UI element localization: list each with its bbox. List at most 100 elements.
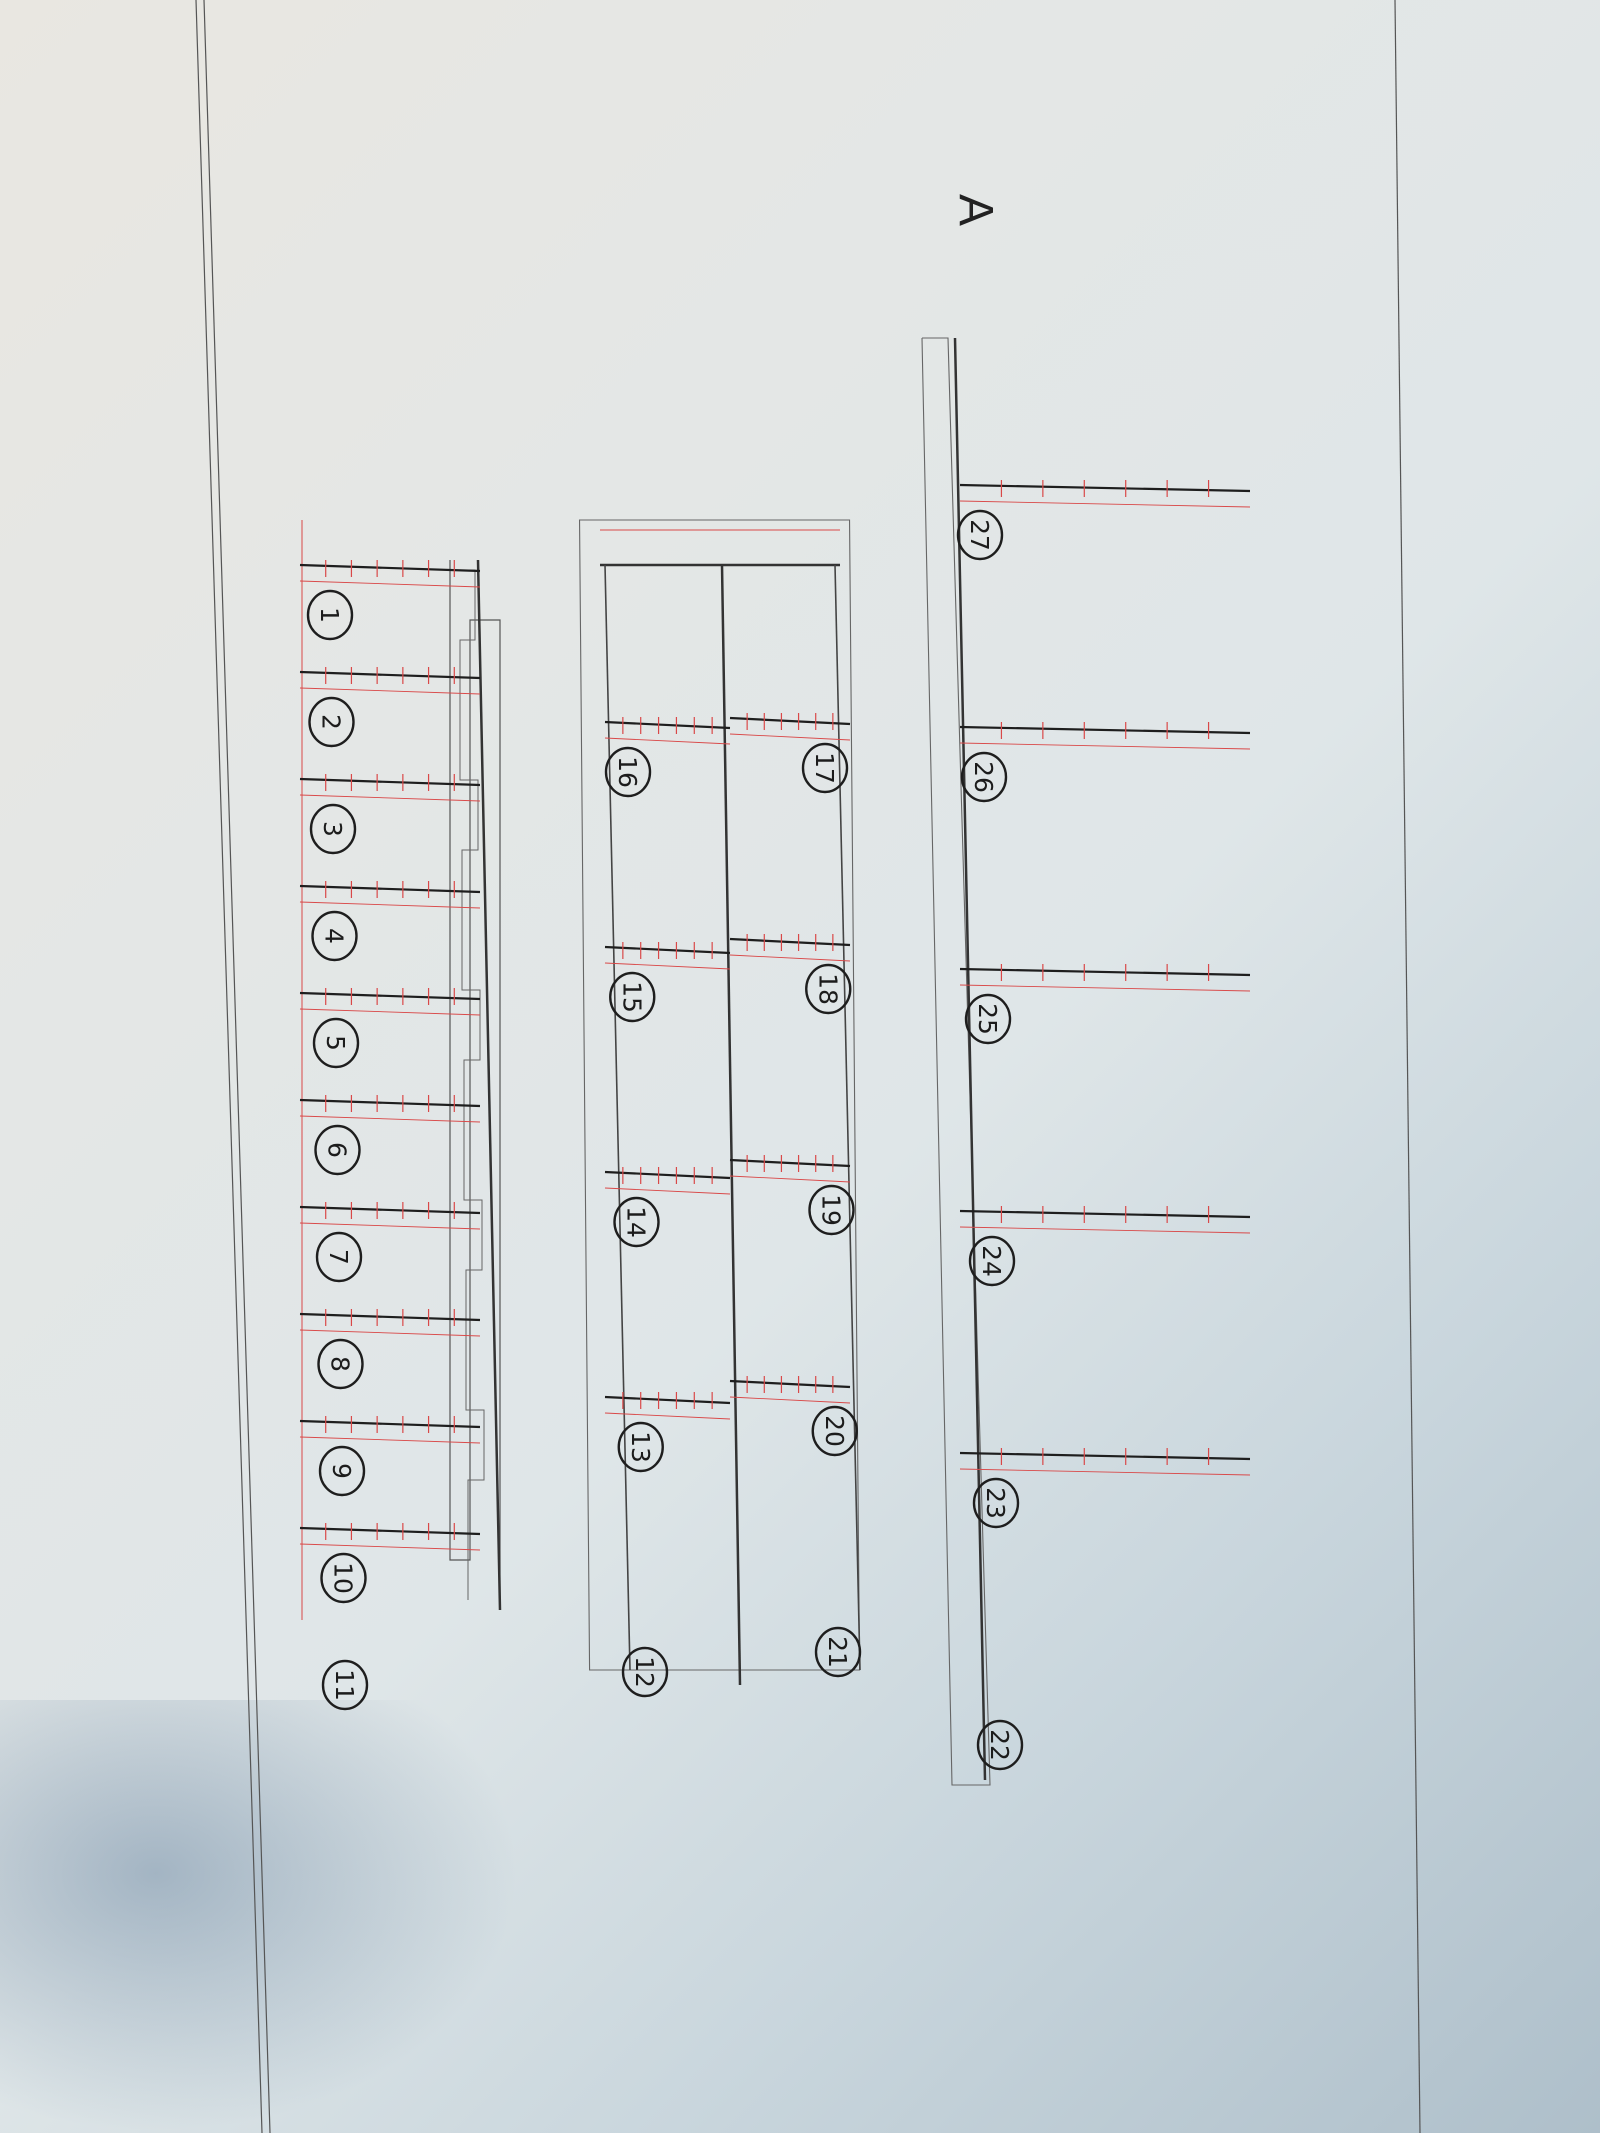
sheet-label: A: [949, 194, 1002, 226]
bubble-circle: [321, 1659, 369, 1711]
stem-6: [299, 1098, 481, 1108]
stem-27: [959, 483, 1251, 493]
middle-block-outer: [578, 519, 861, 1671]
row-1-spine: [476, 559, 502, 1611]
bubble-number: 8: [326, 1356, 355, 1372]
bubble-number: 12: [630, 1656, 659, 1688]
bubble-circle: [315, 1231, 363, 1283]
dimension-line: [299, 1543, 481, 1551]
item-bubble-7: 7: [315, 1231, 363, 1283]
stem-5: [299, 991, 481, 1001]
bubble-circle: [805, 963, 852, 1015]
item-bubble-5: 5: [312, 1017, 360, 1069]
stem-24: [959, 1209, 1251, 1219]
dimension-line: [604, 737, 731, 745]
stem-1: [299, 563, 481, 573]
dimension-line: [299, 1115, 481, 1123]
row-1-structure: [301, 520, 502, 1620]
dimension-line: [604, 1187, 731, 1195]
dimension-line: [299, 901, 481, 909]
item-bubble-6: 6: [314, 1124, 361, 1176]
bubble-number: 15: [617, 981, 646, 1013]
bubble-number: 7: [324, 1249, 353, 1265]
row-1-stepped-edge: [459, 569, 485, 1600]
bubble-circle: [314, 1124, 361, 1176]
item-bubble-2: 2: [308, 696, 355, 748]
item-bubble-15: 15: [609, 971, 656, 1023]
bubble-number: 23: [981, 1487, 1010, 1519]
bubble-number: 10: [329, 1562, 358, 1594]
middle-block: [578, 519, 861, 1686]
bubble-circle: [317, 1338, 364, 1390]
item-bubble-12: 12: [621, 1646, 669, 1698]
bubble-circle: [617, 1421, 664, 1473]
stem-26: [959, 725, 1251, 735]
dimension-line: [299, 1436, 481, 1444]
row-4-spine: [953, 337, 987, 1781]
row-4-stems: [959, 480, 1251, 1476]
item-bubble-18: 18: [805, 963, 852, 1015]
bubble-circle: [956, 509, 1004, 561]
row-1-stems: [299, 560, 481, 1551]
bubble-number: 26: [969, 761, 998, 793]
stem-2: [299, 670, 481, 680]
bubble-number: 11: [330, 1669, 359, 1701]
stem-18: [729, 937, 851, 947]
bubble-circle: [318, 1445, 366, 1497]
bubble-number: 4: [320, 928, 349, 944]
dimension-line: [604, 962, 731, 970]
bubble-number: 18: [813, 973, 842, 1005]
bubble-number: 27: [965, 519, 994, 551]
stem-19: [729, 1158, 851, 1168]
dimension-line: [729, 954, 851, 962]
bubble-number: 24: [977, 1245, 1006, 1277]
bubble-circle: [306, 589, 354, 641]
bubble-circle: [312, 1017, 360, 1069]
bubble-number: 1: [315, 607, 344, 623]
bubble-number: 3: [318, 821, 347, 837]
bubble-number: 20: [820, 1415, 849, 1447]
dimension-line: [729, 1175, 851, 1183]
stem-4: [299, 884, 481, 894]
item-bubble-23: 23: [972, 1477, 1020, 1529]
dimension-line: [299, 687, 481, 695]
stem-25: [959, 967, 1251, 977]
item-bubble-26: 26: [960, 751, 1008, 803]
item-bubble-8: 8: [317, 1338, 364, 1390]
item-bubble-22: 22: [976, 1719, 1024, 1771]
row-4-structure: [921, 337, 991, 1786]
bubble-number: 5: [321, 1035, 350, 1051]
bubble-circle: [604, 746, 652, 798]
dimension-line: [729, 733, 851, 741]
middle-crossbars: [604, 713, 851, 1420]
bubble-number: 9: [327, 1463, 356, 1479]
bubble-circle: [613, 1196, 660, 1248]
dimension-line: [959, 984, 1251, 992]
stem-13: [604, 1395, 731, 1405]
bubble-circle: [801, 742, 849, 794]
bubble-number: 2: [317, 714, 346, 730]
item-bubble-13: 13: [617, 1421, 664, 1473]
item-bubble-9: 9: [318, 1445, 366, 1497]
item-bubble-25: 25: [964, 993, 1012, 1045]
dimension-line: [299, 794, 481, 802]
bubble-circle: [621, 1646, 669, 1698]
row-4-outline: [921, 337, 991, 1786]
bubble-number: 17: [810, 752, 839, 784]
dimension-line: [959, 500, 1251, 508]
stem-8: [299, 1312, 481, 1322]
dimension-line: [959, 1468, 1251, 1476]
item-bubble-14: 14: [613, 1196, 660, 1248]
dimension-line: [299, 580, 481, 588]
middle-spine: [720, 564, 742, 1686]
item-bubble-3: 3: [309, 803, 357, 855]
stem-17: [729, 716, 851, 726]
bubble-number: 22: [985, 1729, 1014, 1761]
item-bubble-1: 1: [306, 589, 354, 641]
item-bubbles: 1234567891011161514131217181920212726252…: [306, 509, 1024, 1771]
bubble-number: 25: [973, 1003, 1002, 1035]
bubble-number: 21: [823, 1636, 852, 1668]
bubble-number: 13: [626, 1431, 655, 1463]
dimension-line: [959, 1226, 1251, 1234]
item-bubble-11: 11: [321, 1659, 369, 1711]
